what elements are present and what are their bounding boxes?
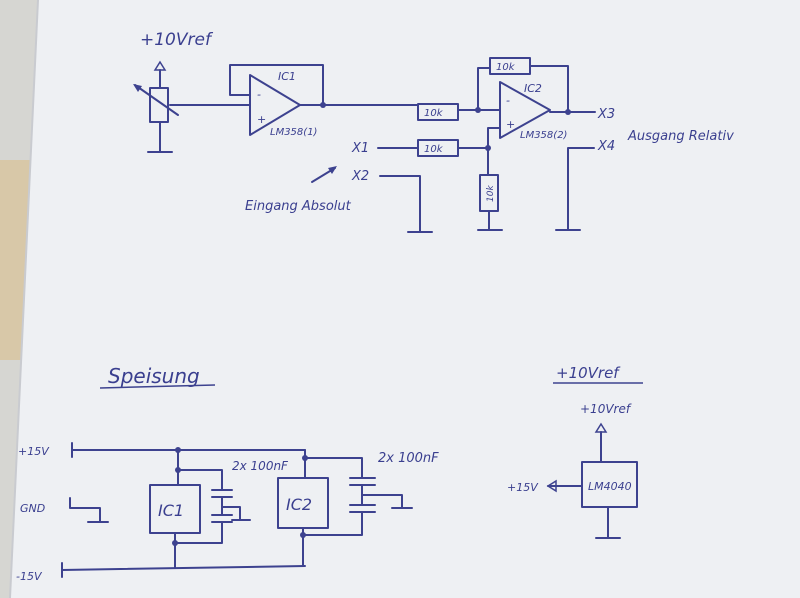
ic2-plus: + (506, 118, 515, 131)
r-in1-label: 10k (424, 108, 444, 119)
caps2-top-wire (304, 457, 363, 479)
caps2-gnd-wire (361, 494, 403, 509)
ref-label: +10Vref (140, 30, 214, 50)
label-minus15: -15V (16, 570, 43, 583)
caps1-bottom-wire (174, 521, 223, 544)
pot-arrow-icon (133, 84, 142, 92)
supply-section: Speisung +15V GND -15V IC1 2x 100nF (16, 364, 439, 583)
paper-edge (9, 0, 39, 598)
ic2-minus: - (506, 94, 510, 107)
ref-out-label: +10Vref (580, 402, 632, 416)
ic1-minus: - (257, 88, 261, 101)
ref-in-arrow-icon (546, 479, 557, 493)
ic2-label: IC2 (524, 82, 542, 95)
gnd-terminal (69, 497, 101, 523)
output-note: Ausgang Relativ (627, 129, 734, 144)
terminal-x4: X4 (597, 139, 615, 154)
ref-ic-block (581, 461, 638, 508)
ref-part-label: LM4040 (588, 480, 632, 493)
pot-wiper-arrow (134, 84, 179, 116)
caps1-top-wire (177, 469, 223, 491)
ic1-label: IC1 (278, 70, 296, 83)
ic1-part: LM358(1) (270, 127, 317, 138)
ic1-feedback (229, 64, 324, 106)
supply-heading-underline (99, 384, 216, 389)
rfb-right-wire (529, 65, 569, 113)
rfb-left-wire (477, 67, 491, 111)
ic2-opamp (499, 81, 551, 139)
ic1-plus: + (257, 113, 266, 126)
supply-ic2-label: IC2 (286, 495, 312, 514)
input-note-arrow-icon (328, 166, 337, 174)
ref-in-label: +15V (507, 481, 539, 494)
terminal-x1: X1 (351, 141, 369, 156)
ic2-part: LM358(2) (520, 130, 567, 141)
rail-minus15 (61, 565, 306, 571)
ref-heading: +10Vref (556, 364, 621, 382)
label-plus15: +15V (18, 445, 50, 458)
caps1-gnd-wire (221, 506, 241, 521)
ic2-output-node (565, 109, 571, 115)
caps2-bottom-wire (302, 511, 363, 536)
reference-section: +10Vref +10Vref LM4040 +15V (507, 364, 643, 539)
supply-ic1-label: IC1 (158, 501, 184, 520)
r-feedback-label: 10k (496, 62, 516, 73)
r-in2-label: 10k (424, 144, 444, 155)
input-note: Eingang Absolut (245, 199, 352, 214)
ic1-opamp (249, 74, 301, 136)
r-in2-to-ic2 (457, 127, 501, 149)
r-in1 (417, 103, 459, 121)
terminal-x2: X2 (351, 169, 369, 184)
caps2-label: 2x 100nF (378, 451, 439, 466)
ic1-output-node (320, 102, 326, 108)
supply-heading: Speisung (108, 364, 200, 388)
x2-wire (379, 175, 421, 233)
top-circuit: +10Vref - + IC1 LM358(1) 10k 10k - + IC2 (133, 30, 734, 233)
terminal-x3: X3 (597, 107, 615, 122)
ic1-vplus-node (175, 447, 181, 453)
label-gnd: GND (20, 502, 45, 515)
paper-sheet (10, 0, 800, 598)
x4-wire (567, 147, 595, 231)
caps1-label: 2x 100nF (232, 459, 289, 473)
r-ground-label: 10k (486, 185, 496, 202)
